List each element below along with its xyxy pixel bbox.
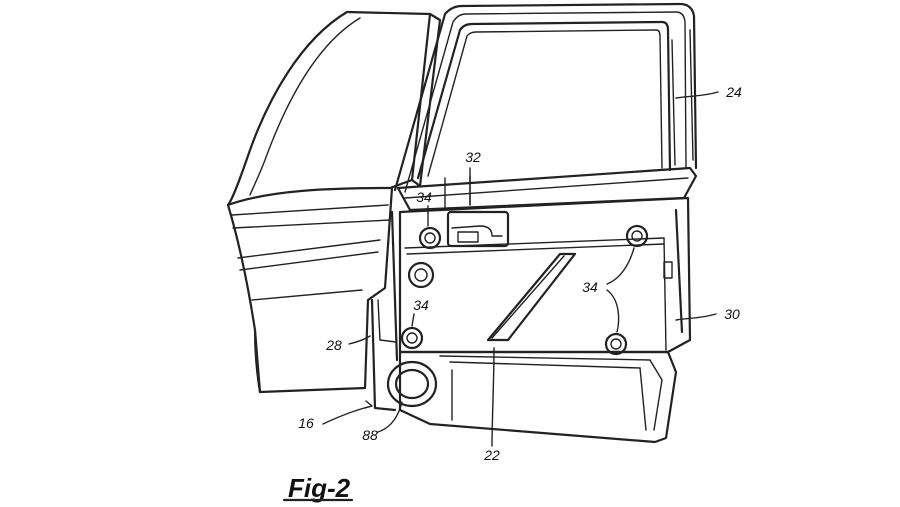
label-handle: 32 bbox=[465, 149, 481, 165]
window-frame bbox=[393, 2, 698, 193]
label-door: 16 bbox=[298, 415, 314, 431]
label-fastener-top-left: 34 bbox=[416, 189, 432, 205]
label-fastener-mid-left: 34 bbox=[413, 297, 429, 313]
upper-trim bbox=[396, 166, 698, 212]
door-handle bbox=[446, 210, 510, 248]
label-inner-panel-edge: 28 bbox=[325, 337, 342, 353]
label-armrest: 22 bbox=[483, 447, 500, 463]
armrest bbox=[398, 350, 678, 444]
label-window-frame: 24 bbox=[725, 84, 742, 100]
inner-panel-edge bbox=[370, 210, 399, 412]
fastener-top-right bbox=[625, 224, 649, 248]
pocket-strap bbox=[486, 252, 577, 342]
open-door-outer-panel bbox=[226, 10, 442, 394]
fastener-top-left bbox=[418, 226, 442, 250]
figure-caption: Fig-2 bbox=[288, 473, 351, 503]
leader-lines bbox=[322, 91, 719, 447]
label-fastener-right-group: 34 bbox=[582, 279, 598, 295]
label-trim-panel: 30 bbox=[724, 306, 740, 322]
label-speaker: 88 bbox=[362, 427, 378, 443]
trim-panel bbox=[398, 196, 692, 354]
speaker-grille bbox=[386, 360, 438, 408]
trim-ring bbox=[407, 261, 435, 289]
fastener-mid-left bbox=[400, 326, 424, 350]
fastener-bottom-right bbox=[604, 332, 628, 356]
